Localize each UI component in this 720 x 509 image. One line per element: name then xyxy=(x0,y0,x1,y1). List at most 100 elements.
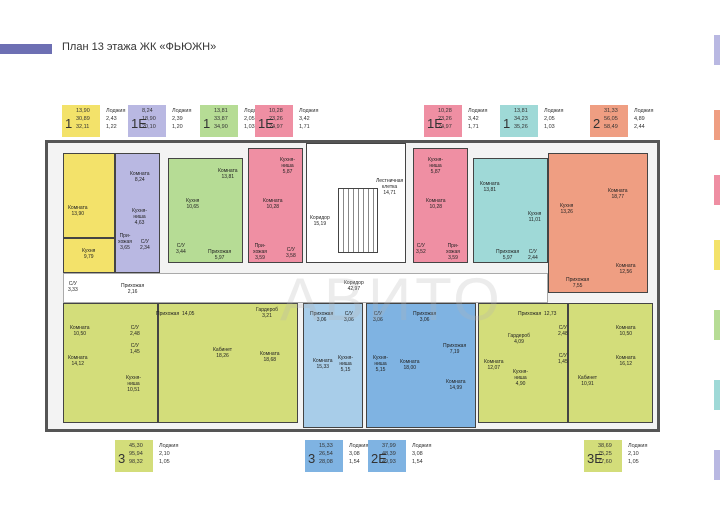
loggia-label: Лоджия xyxy=(468,108,488,114)
apartment-color-swatch xyxy=(305,440,343,472)
area-total: 30,89 xyxy=(76,116,90,122)
room-label: Комната 15,33 xyxy=(313,358,333,370)
area-living: 15,33 xyxy=(319,443,333,449)
staircase xyxy=(338,188,378,253)
loggia-area: 3,42 xyxy=(299,116,310,122)
apartment-1-green xyxy=(168,158,243,263)
room-label: При- хожая 3,59 xyxy=(253,243,268,261)
apartment-color-swatch xyxy=(255,105,293,137)
corridor xyxy=(63,273,548,303)
room-label: Комната 18,68 xyxy=(260,351,280,363)
loggia-reduced: 1,22 xyxy=(106,124,117,130)
room-label: Комната 18,00 xyxy=(400,359,420,371)
room-label: Прихожая 14,05 xyxy=(156,311,195,317)
apartment-2-orange xyxy=(548,153,648,293)
page-title: План 13 этажа ЖК «ФЬЮЖН» xyxy=(62,41,217,53)
room-label: С/У 1,45 xyxy=(130,343,140,355)
apartment-type: 1 xyxy=(503,116,511,131)
room-label: Комната 10,50 xyxy=(616,325,636,337)
floor-plan: Комната 13,90 Комната 8,24 Кухня 9,79 Ку… xyxy=(45,140,660,432)
apartment-type: 2Е xyxy=(371,451,387,466)
loggia-reduced: 1,71 xyxy=(299,124,310,130)
apartment-1-yellow-lower xyxy=(63,238,115,273)
area-with-loggia: 58,49 xyxy=(604,124,618,130)
apartment-1e-purple xyxy=(115,153,160,273)
room-label: Прихожая 5,97 xyxy=(496,249,520,261)
room-label: Кабинет 10,91 xyxy=(578,375,598,387)
room-label: Прихожая 7,55 xyxy=(566,277,590,289)
loggia-area: 2,05 xyxy=(544,116,555,122)
room-label: Прихожая 7,19 xyxy=(443,343,467,355)
room-label: Кухня 13,26 xyxy=(560,203,574,215)
apartment-color-swatch xyxy=(500,105,538,137)
area-total: 23,26 xyxy=(438,116,452,122)
room-label: Комната 12,56 xyxy=(616,263,636,275)
area-living: 13,81 xyxy=(214,108,228,114)
area-total: 48,39 xyxy=(382,451,396,457)
apartment-color-swatch xyxy=(368,440,406,472)
room-label: Лестничная клетка 14,71 xyxy=(376,178,404,196)
room-label: Кухня- ниша 4,90 xyxy=(513,369,529,387)
loggia-label: Лоджия xyxy=(412,443,432,449)
area-total: 23,26 xyxy=(269,116,283,122)
apartment-1e-pink-left xyxy=(248,148,303,263)
side-tab xyxy=(714,175,720,205)
room-label: Гардероб 4,09 xyxy=(508,333,530,345)
room-label: Кухня- ниша 10,51 xyxy=(126,375,142,393)
apartment-color-swatch xyxy=(128,105,166,137)
apartment-color-swatch xyxy=(584,440,622,472)
apartment-type: 2 xyxy=(593,116,601,131)
room-label: Комната 14,12 xyxy=(68,355,88,367)
area-with-loggia: 24,97 xyxy=(269,124,283,130)
apartment-3e-olive-right-b xyxy=(568,303,653,423)
room-label: Кухня 9,79 xyxy=(82,248,96,260)
apartment-1-yellow xyxy=(63,153,115,238)
loggia-reduced: 1,03 xyxy=(544,124,555,130)
area-with-loggia: 49,93 xyxy=(382,459,396,465)
apartment-color-swatch xyxy=(424,105,462,137)
loggia-area: 3,08 xyxy=(412,451,423,457)
area-total: 34,23 xyxy=(514,116,528,122)
room-label: Коридор 42,97 xyxy=(344,280,364,292)
room-label: Комната 12,07 xyxy=(484,359,504,371)
area-total: 95,94 xyxy=(129,451,143,457)
apartment-1e-pink-right xyxy=(413,148,468,263)
room-label: С/У 3,52 xyxy=(416,243,426,255)
area-with-loggia: 24,97 xyxy=(438,124,452,130)
loggia-area: 2,39 xyxy=(172,116,183,122)
loggia-label: Лоджия xyxy=(634,108,654,114)
loggia-reduced: 1,05 xyxy=(159,459,170,465)
room-label: Прихожая 12,73 xyxy=(518,311,557,317)
area-total: 18,90 xyxy=(142,116,156,122)
loggia-label: Лоджия xyxy=(244,108,264,114)
room-label: Комната 10,28 xyxy=(263,198,283,210)
loggia-area: 3,08 xyxy=(349,451,360,457)
apartment-type: 1Е xyxy=(258,116,274,131)
apartment-type: 1Е xyxy=(131,116,147,131)
apartment-color-swatch xyxy=(590,105,628,137)
apartment-1-teal xyxy=(473,158,548,263)
loggia-label: Лоджия xyxy=(628,443,648,449)
apartment-color-swatch xyxy=(200,105,238,137)
area-living: 10,28 xyxy=(269,108,283,114)
area-with-loggia: 34,90 xyxy=(214,124,228,130)
room-label: Комната 13,81 xyxy=(218,168,238,180)
area-with-loggia: 28,08 xyxy=(319,459,333,465)
area-living: 38,69 xyxy=(598,443,612,449)
room-label: Комната 10,50 xyxy=(70,325,90,337)
room-label: Кухня 10,65 xyxy=(186,198,200,210)
apartment-3-olive-left-a xyxy=(63,303,158,423)
area-total: 26,54 xyxy=(319,451,333,457)
room-label: При- хожая 3,65 xyxy=(118,233,133,251)
room-label: С/У 2,34 xyxy=(140,239,150,251)
